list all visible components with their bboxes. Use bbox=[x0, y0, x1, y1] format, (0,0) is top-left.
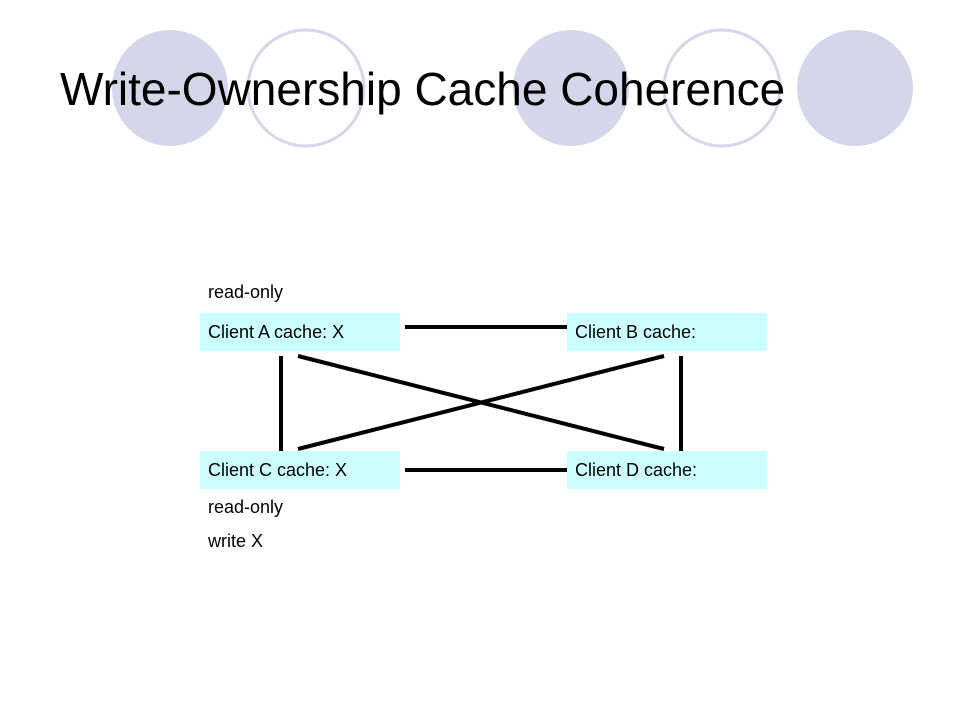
link-b-c bbox=[297, 354, 665, 451]
deco-circle-4 bbox=[662, 28, 782, 148]
client-c-state-label: read-only bbox=[208, 497, 284, 517]
deco-circle-2 bbox=[246, 28, 366, 148]
client-c-node: Client C cache: X bbox=[200, 451, 400, 489]
client-d-node: Client D cache: bbox=[567, 451, 767, 489]
client-b-node: Client B cache: bbox=[567, 313, 767, 351]
deco-circle-3 bbox=[513, 30, 629, 146]
deco-circle-5 bbox=[797, 30, 913, 146]
slide-title: Write-Ownership Cache Coherence bbox=[60, 63, 786, 115]
decorative-circles bbox=[112, 28, 913, 148]
client-a-node: Client A cache: X bbox=[200, 313, 400, 351]
deco-circle-1 bbox=[112, 30, 228, 146]
client-c-action-label: write X bbox=[208, 531, 264, 551]
client-a-state-label: read-only bbox=[208, 282, 284, 302]
